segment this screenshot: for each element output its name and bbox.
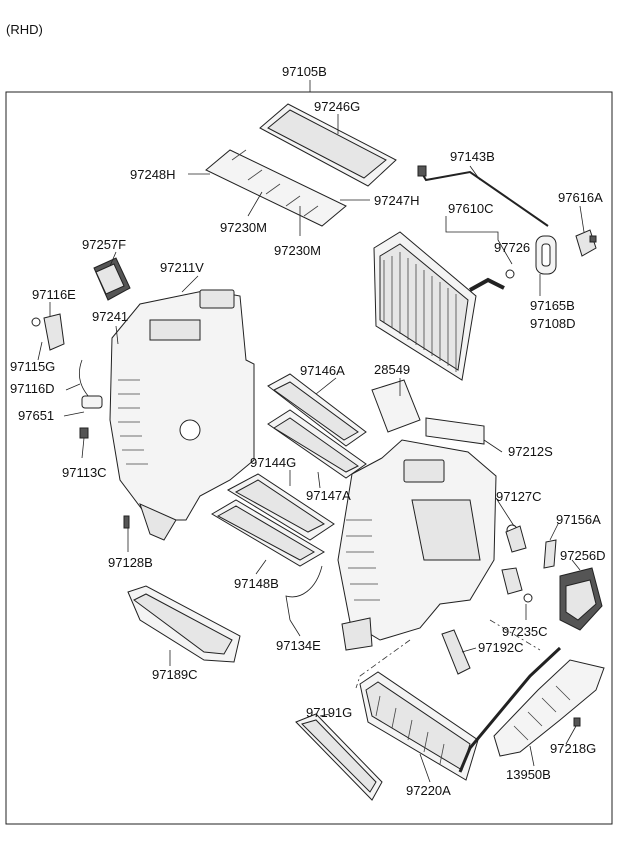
- part-label[interactable]: 97108D: [530, 316, 576, 331]
- sensor-tube-drawing: [417, 165, 597, 257]
- left-small-parts-drawing: [31, 313, 130, 529]
- right-housing-drawing: [337, 417, 497, 651]
- seal-97192c-drawing: [441, 629, 471, 675]
- mode-doors-drawing: [211, 373, 421, 621]
- part-label[interactable]: 97128B: [108, 555, 153, 570]
- part-label[interactable]: 97235C: [502, 624, 548, 639]
- part-label[interactable]: 97726: [494, 240, 530, 255]
- left-housing-drawing: [109, 289, 255, 541]
- part-label[interactable]: 97147A: [306, 488, 351, 503]
- part-label[interactable]: 97189C: [152, 667, 198, 682]
- filter-97191g-drawing: [295, 713, 383, 801]
- part-label[interactable]: 97146A: [300, 363, 345, 378]
- leader-lines: [37, 114, 585, 783]
- heater-core-duct-drawing: [355, 619, 605, 781]
- part-label[interactable]: 97192C: [478, 640, 524, 655]
- part-label[interactable]: 97257F: [82, 237, 126, 252]
- part-label[interactable]: 97116E: [32, 287, 76, 302]
- part-label[interactable]: 97113C: [62, 465, 107, 480]
- part-label[interactable]: 97143B: [450, 149, 495, 164]
- part-label[interactable]: 97148B: [234, 576, 279, 591]
- air-filter-cover-drawing: [205, 103, 397, 227]
- part-label[interactable]: 97651: [18, 408, 54, 423]
- part-label[interactable]: 97127C: [496, 489, 542, 504]
- actuator-97257f-drawing: [93, 257, 131, 301]
- part-label[interactable]: 97165B: [530, 298, 575, 313]
- part-label[interactable]: 28549: [374, 362, 410, 377]
- part-label[interactable]: 97212S: [508, 444, 553, 459]
- part-label[interactable]: 97616A: [558, 190, 603, 205]
- variant-label: (RHD): [6, 22, 43, 37]
- part-label[interactable]: 97246G: [314, 99, 360, 114]
- part-label[interactable]: 97241: [92, 309, 128, 324]
- evaporator-core-drawing: [373, 231, 557, 381]
- part-label[interactable]: 97211V: [160, 260, 204, 275]
- part-label[interactable]: 97256D: [560, 548, 606, 563]
- part-label[interactable]: 97220A: [406, 783, 451, 798]
- part-label[interactable]: 97134E: [276, 638, 321, 653]
- assembly-code[interactable]: 97105B: [282, 64, 327, 79]
- part-label[interactable]: 97610C: [448, 201, 494, 216]
- part-label[interactable]: 97144G: [250, 455, 296, 470]
- part-label[interactable]: 97230M: [274, 243, 321, 258]
- part-label[interactable]: 97230M: [220, 220, 267, 235]
- part-label[interactable]: 97191G: [306, 705, 352, 720]
- right-small-parts-drawing: [501, 524, 603, 631]
- part-label[interactable]: 97247H: [374, 193, 420, 208]
- part-label[interactable]: 97115G: [10, 359, 55, 374]
- part-label[interactable]: 97156A: [556, 512, 601, 527]
- drain-tray-drawing: [127, 585, 241, 663]
- part-label[interactable]: 97218G: [550, 741, 596, 756]
- part-label[interactable]: 97116D: [10, 381, 55, 396]
- assembly-frame: [5, 91, 613, 825]
- part-label[interactable]: 97248H: [130, 167, 176, 182]
- part-label[interactable]: 13950B: [506, 767, 551, 782]
